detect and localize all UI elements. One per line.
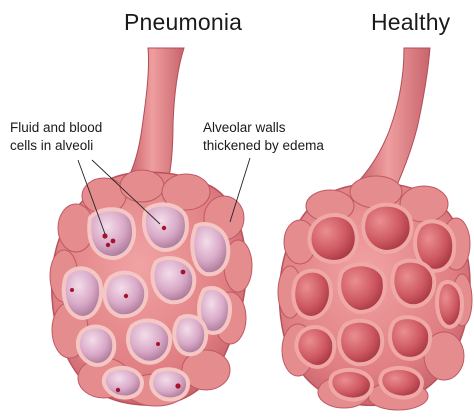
- label-fluid-line-1: Fluid and blood: [10, 119, 102, 137]
- title-pneumonia: Pneumonia: [124, 9, 242, 36]
- label-walls-line-2: thickened by edema: [203, 137, 324, 155]
- pneumonia-bronchiole: [126, 48, 184, 182]
- healthy-alveolar-sac: [278, 176, 472, 410]
- label-fluid-line-2: cells in alveoli: [10, 137, 102, 155]
- pneumonia-alveolar-sac: [50, 170, 252, 406]
- label-walls-line-1: Alveolar walls: [203, 119, 324, 137]
- label-alveolar-walls: Alveolar walls thickened by edema: [203, 119, 324, 155]
- title-healthy: Healthy: [371, 9, 450, 36]
- healthy-bronchiole: [354, 48, 430, 192]
- label-fluid-blood-cells: Fluid and blood cells in alveoli: [10, 119, 102, 155]
